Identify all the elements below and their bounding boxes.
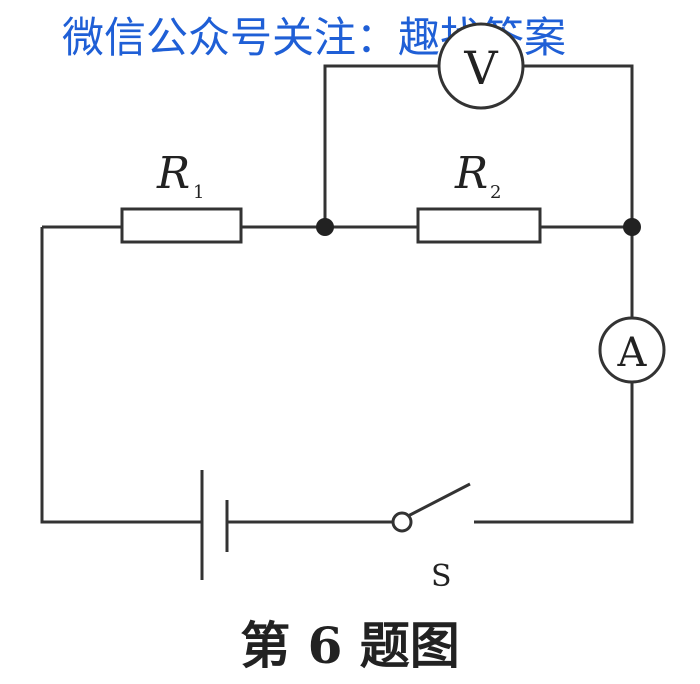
wire-switch-to-ammeter (474, 382, 634, 524)
wire-voltmeter-right (524, 64, 634, 227)
r1-label: R (156, 148, 190, 199)
junction-node-left (316, 218, 334, 236)
resistor-r1 (120, 207, 243, 244)
junction-node-right (623, 218, 641, 236)
switch-label: S (431, 559, 452, 594)
voltmeter-label: V (463, 41, 498, 95)
r2-label: R (454, 148, 488, 199)
r1-subscript: 1 (193, 182, 204, 203)
r2-subscript: 2 (490, 182, 501, 203)
wire-voltmeter-left (323, 64, 439, 227)
ammeter-label: A (617, 330, 648, 376)
ammeter (598, 316, 666, 384)
resistor-r2 (416, 207, 542, 244)
switch-pivot (391, 511, 413, 533)
figure-caption: 第 6 题图 (240, 616, 460, 675)
wire-left-bottom (40, 227, 202, 524)
voltmeter (437, 22, 525, 110)
switch-lever (407, 482, 471, 518)
